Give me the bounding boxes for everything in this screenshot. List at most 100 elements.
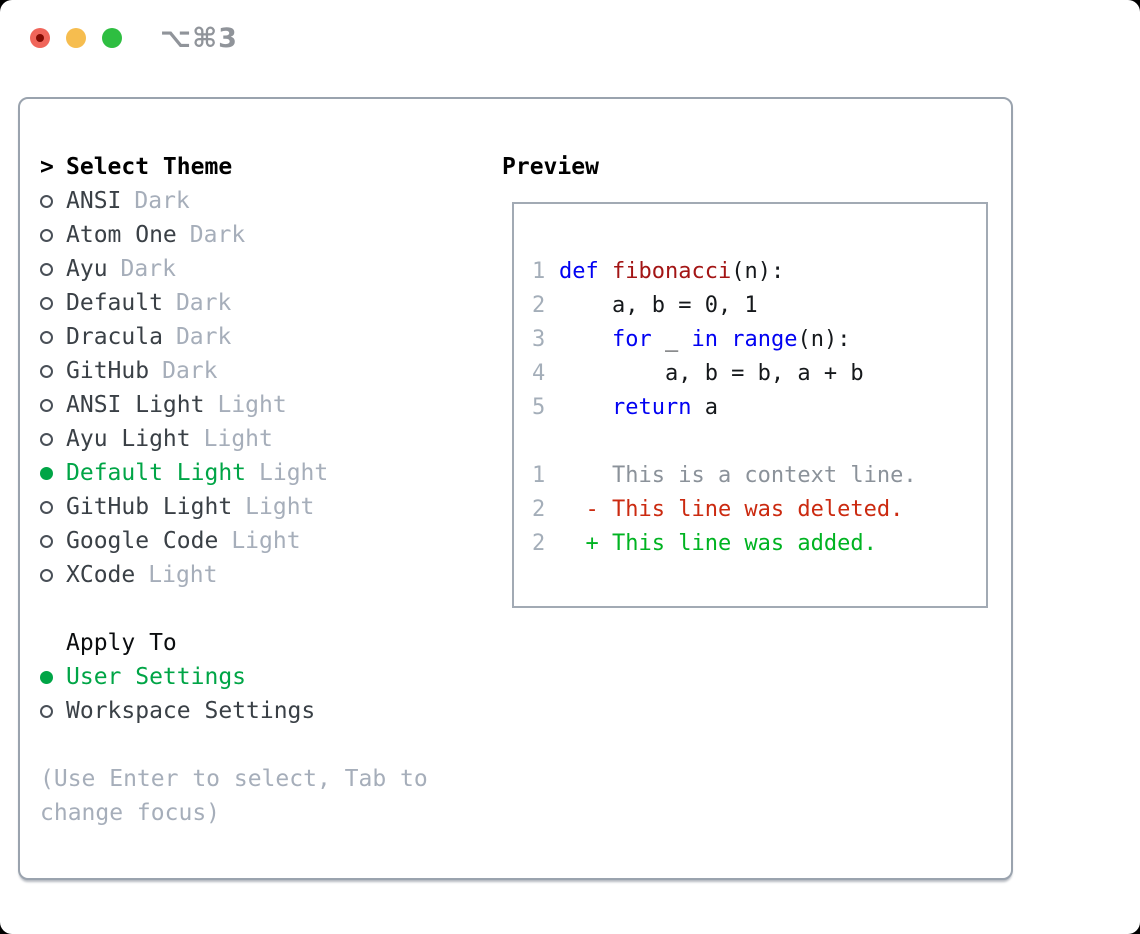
theme-picker-heading-row: > Select Theme — [40, 150, 490, 184]
radio-unselected-icon — [40, 194, 66, 208]
radio-unselected-icon — [40, 364, 66, 378]
theme-option-ayu-light[interactable]: Ayu Light Light — [40, 422, 490, 456]
theme-option-ansi-light[interactable]: ANSI Light Light — [40, 388, 490, 422]
code-line — [532, 424, 986, 458]
radio-unselected-icon — [40, 262, 66, 276]
theme-option-label: ANSI — [66, 188, 122, 214]
code-token-plain — [718, 327, 731, 352]
line-number: 3 — [532, 326, 546, 352]
apply-option-label: Workspace Settings — [66, 698, 316, 724]
apply-option-label: User Settings — [66, 664, 247, 690]
code-token-ctx: This is a context line. — [559, 462, 917, 488]
line-number: 2 — [532, 292, 546, 318]
theme-option-dracula[interactable]: Dracula Dark — [40, 320, 490, 354]
close-modified-dot-icon — [36, 34, 44, 42]
radio-unselected-icon — [40, 568, 66, 582]
apply-to-heading-row: Apply To — [40, 626, 490, 660]
theme-option-label: XCode — [66, 562, 136, 588]
close-button[interactable] — [30, 28, 50, 48]
theme-variant-tag: Light — [148, 562, 218, 588]
theme-option-default[interactable]: Default Dark — [40, 286, 490, 320]
code-line: 5 return a — [532, 390, 986, 424]
code-line: 2 + This line was added. — [532, 526, 986, 560]
theme-option-label: GitHub — [66, 358, 150, 384]
radio-unselected-icon — [40, 704, 66, 718]
code-token-plain: a — [691, 394, 718, 420]
window-title: ⌥⌘3 — [160, 22, 238, 54]
theme-option-label: Ayu — [66, 256, 108, 282]
theme-variant-tag: Dark — [175, 290, 232, 316]
prompt-caret-icon: > — [40, 154, 54, 180]
radio-selected-icon — [40, 670, 66, 684]
theme-picker-heading: Select Theme — [66, 154, 233, 180]
theme-option-label: Google Code — [66, 528, 219, 554]
theme-variant-tag: Dark — [175, 324, 232, 350]
code-token-fn: fibonacci — [612, 258, 732, 284]
line-number: 2 — [532, 530, 546, 556]
theme-option-github[interactable]: GitHub Dark — [40, 354, 490, 388]
line-number: 1 — [532, 258, 546, 284]
radio-unselected-icon — [40, 432, 66, 446]
code-token-kw: def — [559, 258, 599, 284]
code-token-del: - This line was deleted. — [559, 496, 904, 522]
code-token-kw: range — [731, 326, 798, 352]
theme-variant-tag: Light — [231, 528, 301, 554]
code-line: 1 def fibonacci(n): — [532, 254, 986, 288]
code-token-kw: return — [611, 394, 692, 420]
theme-option-label: Default — [66, 290, 163, 316]
theme-variant-tag: Dark — [162, 358, 218, 384]
theme-option-ansi[interactable]: ANSI Dark — [40, 184, 490, 218]
radio-unselected-icon — [40, 534, 66, 548]
code-token-plain: a, b = 0, 1 — [559, 292, 758, 318]
theme-option-default-light[interactable]: Default Light Light — [40, 456, 490, 490]
theme-option-label: GitHub Light — [66, 494, 233, 520]
code-token-plain: a, b = b, a + b — [559, 360, 864, 386]
theme-option-label: Ayu Light — [66, 426, 191, 452]
zoom-button[interactable] — [102, 28, 122, 48]
code-line: 2 a, b = 0, 1 — [532, 288, 986, 322]
code-line: 3 for _ in range(n): — [532, 322, 986, 356]
theme-option-label: Default Light — [66, 460, 247, 486]
radio-unselected-icon — [40, 296, 66, 310]
preview-heading: Preview — [502, 154, 599, 180]
apply-to-heading: Apply To — [66, 630, 177, 656]
apply-option-user-settings[interactable]: User Settings — [40, 660, 490, 694]
code-line: 2 - This line was deleted. — [532, 492, 986, 526]
theme-option-xcode[interactable]: XCode Light — [40, 558, 490, 592]
code-token-kw: for — [611, 326, 652, 352]
spacer — [40, 728, 490, 762]
help-text: (Use Enter to select, Tab to change focu… — [40, 766, 428, 826]
radio-unselected-icon — [40, 500, 66, 514]
theme-option-label: ANSI Light — [66, 392, 205, 418]
theme-variant-tag: Dark — [134, 188, 190, 214]
apply-option-workspace-settings[interactable]: Workspace Settings — [40, 694, 490, 728]
code-token-kw: in — [691, 326, 718, 352]
code-token-plain — [599, 259, 612, 284]
theme-option-label: Dracula — [66, 324, 163, 350]
code-token-add: + This line was added. — [559, 530, 877, 556]
code-token-plain — [559, 395, 612, 420]
theme-variant-tag: Light — [217, 392, 287, 418]
code-token-plain: _ — [651, 326, 692, 352]
code-token-plain: (n): — [797, 326, 851, 352]
minimize-button[interactable] — [66, 28, 86, 48]
theme-option-label: Atom One — [66, 222, 177, 248]
code-line: 1 This is a context line. — [532, 458, 986, 492]
theme-variant-tag: Light — [259, 460, 329, 486]
theme-variant-tag: Light — [245, 494, 315, 520]
code-token-plain: (n): — [731, 258, 785, 284]
code-token-plain — [559, 327, 612, 352]
line-number: 1 — [532, 462, 546, 488]
line-number: 2 — [532, 496, 546, 522]
title-bar: ⌥⌘3 — [30, 23, 238, 54]
theme-variant-tag: Light — [203, 426, 273, 452]
theme-option-google-code[interactable]: Google Code Light — [40, 524, 490, 558]
theme-option-github-light[interactable]: GitHub Light Light — [40, 490, 490, 524]
